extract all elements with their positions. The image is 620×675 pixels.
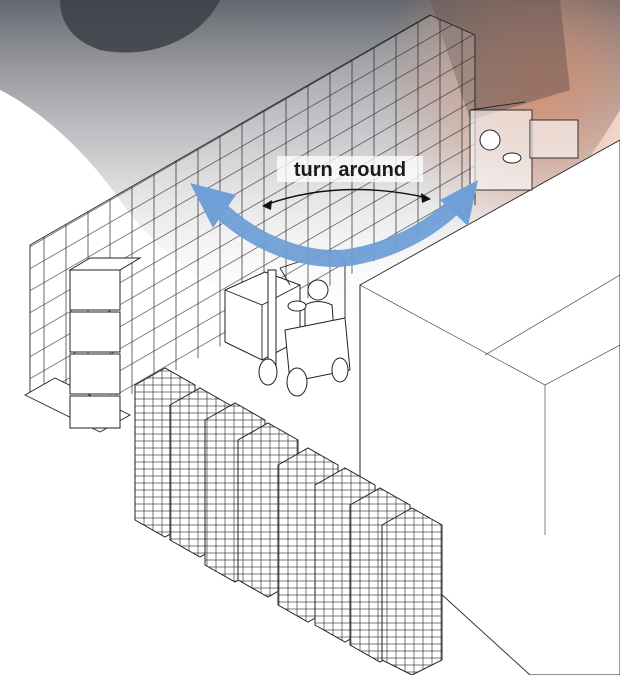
turn-around-label: turn around (294, 159, 406, 181)
